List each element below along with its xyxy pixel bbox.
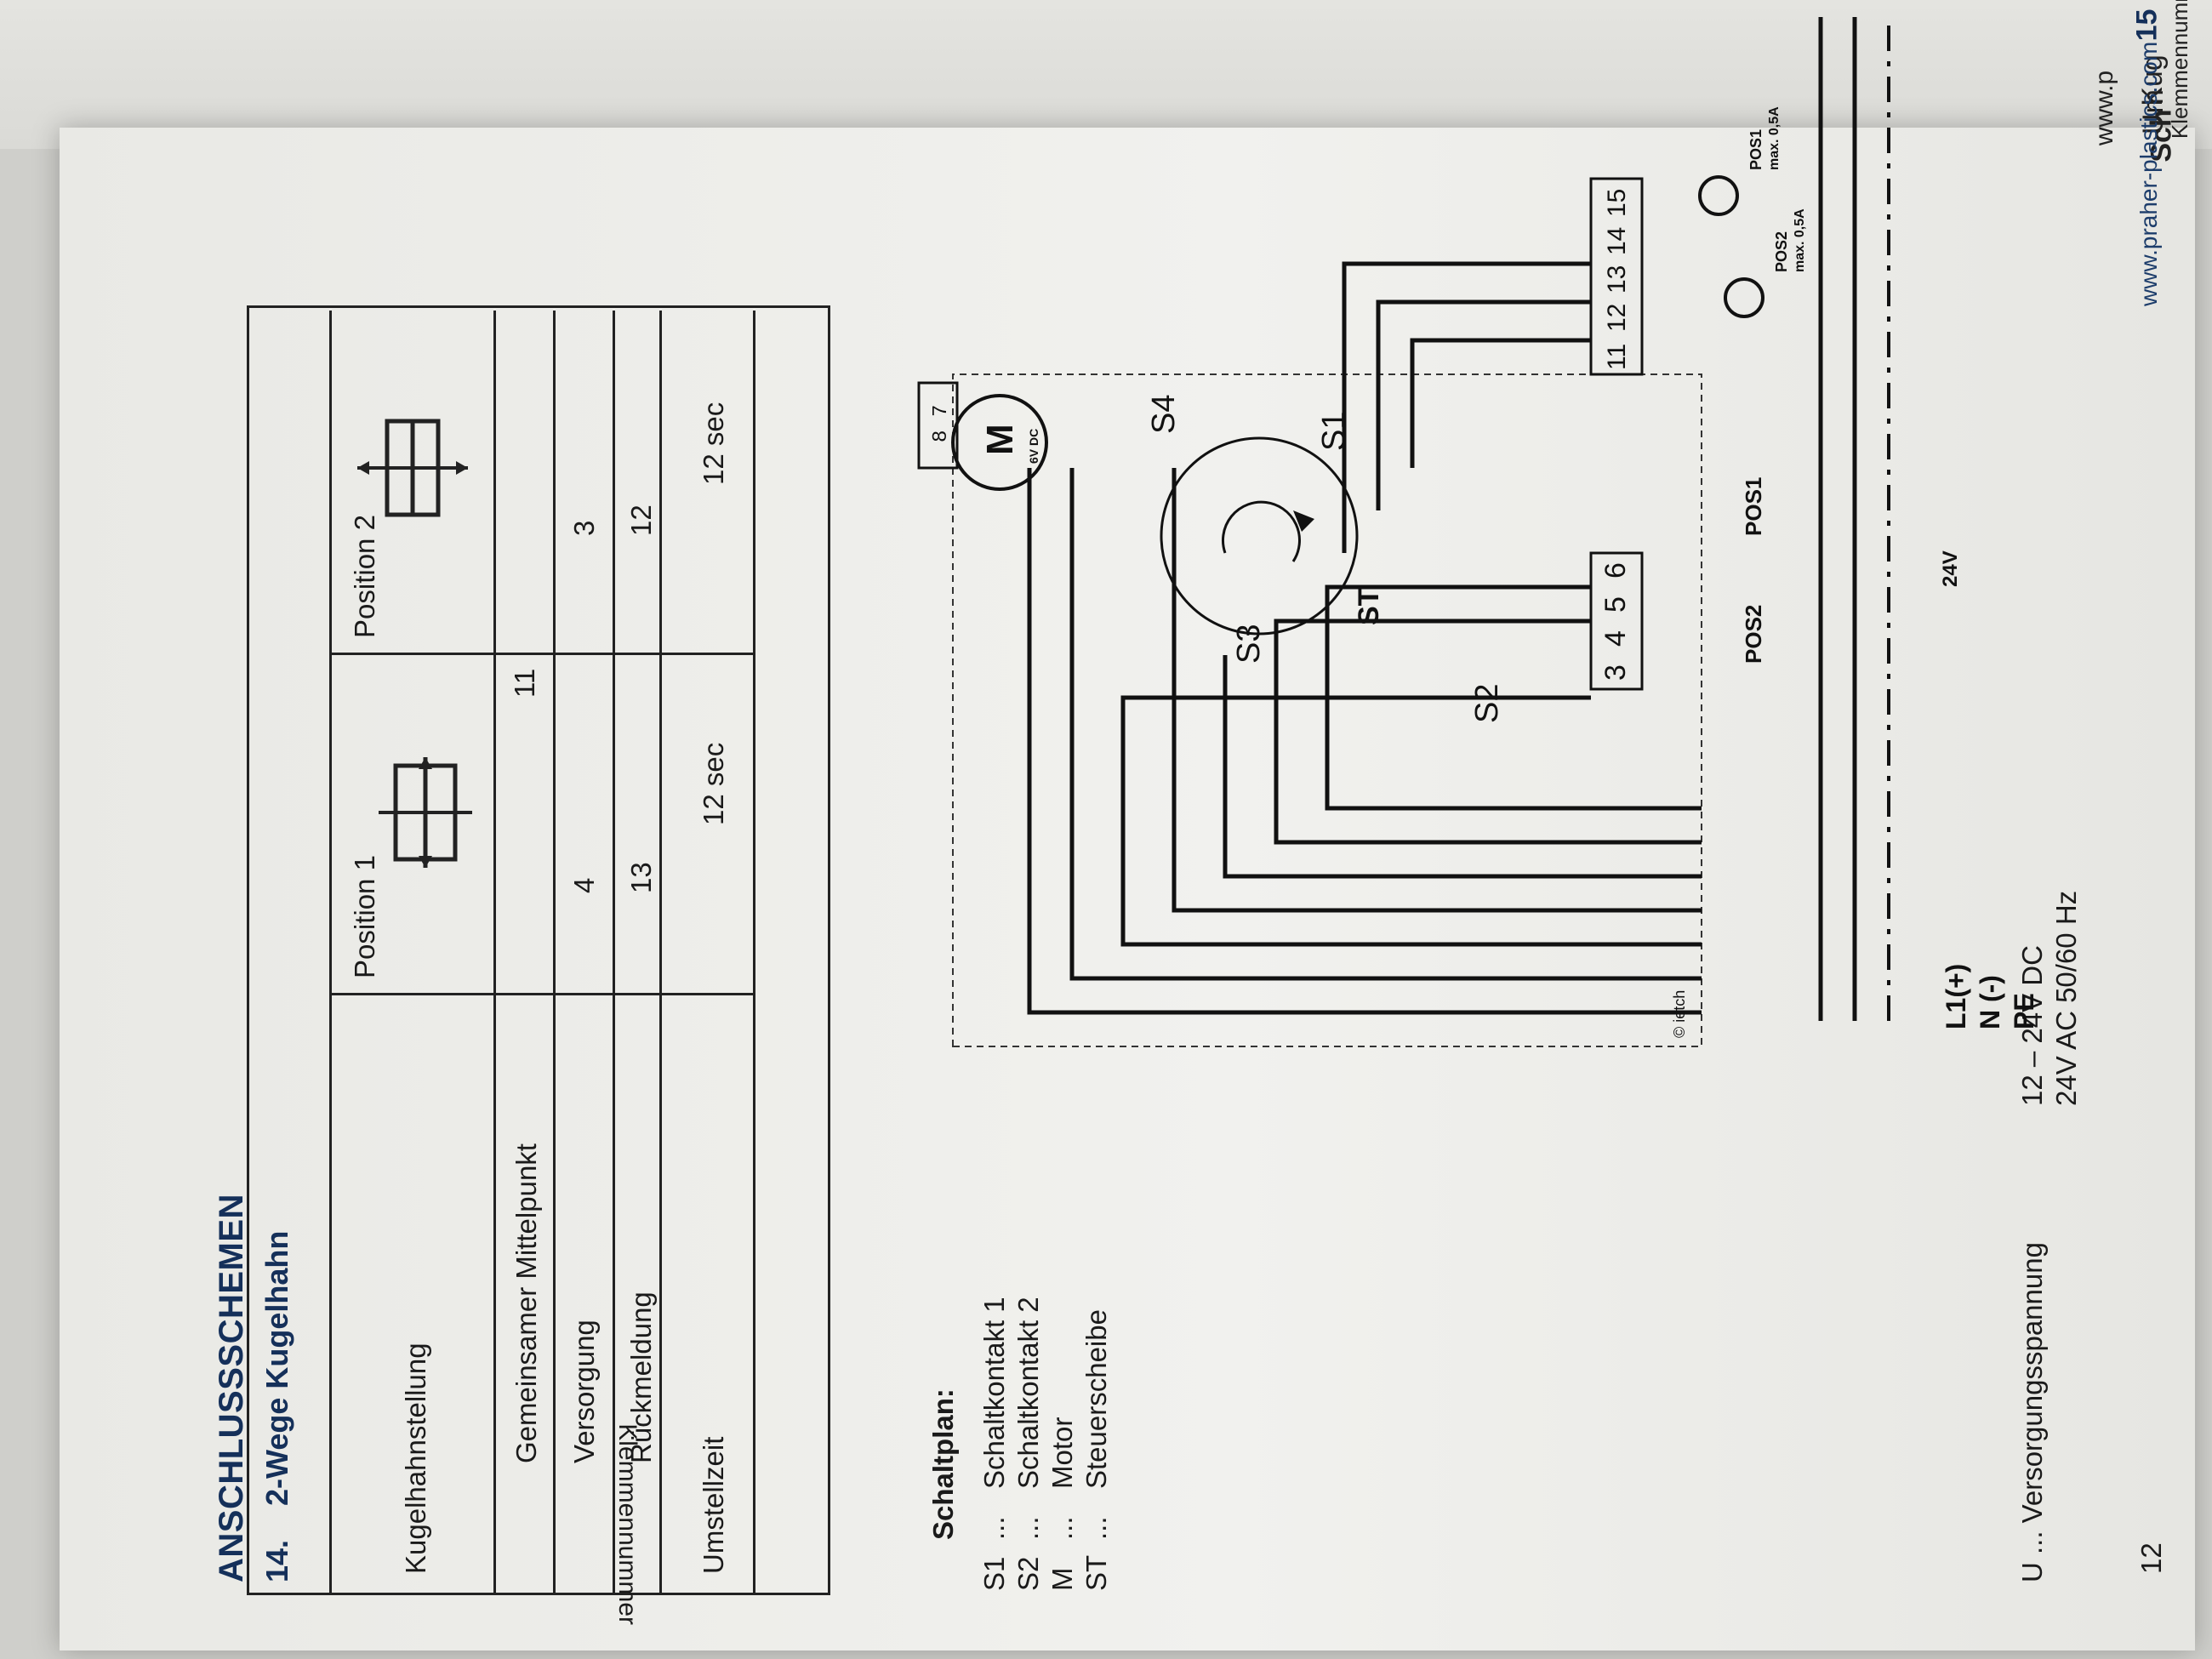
lamp-pos2-label: POS2 [1773,231,1790,272]
motor-sub: 6V DC [1027,429,1040,464]
legend-key-2: S2 [1012,1556,1044,1591]
supply-label: U ... Versorgungsspannung [2016,1242,2048,1582]
s4-label: S4 [1146,395,1182,434]
copyright: © ietch [1671,990,1688,1038]
terminal-15: 15 [1603,189,1631,217]
lamp-pos1-icon [1698,175,1739,216]
motor-label: M [979,424,1021,455]
terminal-4: 4 [1599,630,1632,647]
lamp-pos2-icon [1724,277,1764,318]
table-divider [553,311,556,1595]
v24-label: 24V [1939,550,1962,587]
pos2-label: POS2 [1741,605,1766,664]
legend-val-3: Motor [1046,1417,1078,1489]
legend-title: Schaltplan: [927,1388,959,1540]
valve-icon-position2 [357,419,468,517]
row-p1-3: 13 [625,862,657,893]
row-label-2: Versorgung [568,1320,600,1463]
position1-header: Position 1 [349,855,380,978]
terminal-11: 11 [1603,344,1631,370]
lamp-pos1-label: POS1 [1747,129,1764,170]
terminal-6: 6 [1599,562,1632,579]
s1-label: S1 [1316,412,1352,451]
terminal-7: 7 [930,405,953,417]
umstell-p1: 12 sec [698,742,729,825]
table-divider [753,311,755,1595]
document-page [60,128,2195,1650]
row-label-1: Gemeinsamer Mittelpunkt [510,1143,542,1463]
page-title: ANSCHLUSSSCHEMEN [213,1194,250,1582]
umstell-p2: 12 sec [698,402,729,485]
valve-icon-position1 [379,757,472,868]
legend-sep-4: ... [1080,1516,1112,1540]
terminal-12: 12 [1603,304,1631,332]
position2-header: Position 2 [349,515,380,638]
legend-sep-3: ... [1046,1516,1078,1540]
terminal-8: 8 [930,430,953,442]
terminal-13: 13 [1603,265,1631,294]
legend-key-1: S1 [978,1556,1010,1591]
pos1-label: POS1 [1741,477,1766,536]
row-p1-1: 11 [509,668,540,698]
lamp-rating-1: max. 0,5A [1767,106,1782,170]
table-divider [329,993,755,995]
s3-label: S3 [1231,624,1267,664]
table-divider [329,311,332,1595]
col-header: Kugelhahnstellung [400,1343,431,1574]
legend-sep-2: ... [1012,1516,1044,1540]
legend-val-2: Schaltkontakt 2 [1012,1297,1044,1489]
legend-val-4: Steuerscheibe [1080,1309,1112,1489]
page-number: 12 [2135,1542,2167,1574]
legend-key-3: M [1046,1567,1078,1592]
legend-val-1: Schaltkontakt 1 [978,1297,1010,1489]
footer-url: www.praher-plastics.com [2135,41,2162,306]
n-label: N (-) [1975,975,2005,1029]
table-divider [329,653,755,655]
legend-key-4: ST [1080,1554,1112,1591]
lamp-rating-2: max. 0,5A [1793,208,1807,272]
row-p1-2: 4 [568,877,600,893]
row-label-3: Rückmeldung [625,1291,657,1463]
row-p2-2: 3 [568,520,600,536]
s2-label: S2 [1469,684,1505,723]
umstell-label: Umstellzeit [698,1436,729,1574]
table-divider [613,311,615,1595]
table-divider [659,311,662,1595]
next-page-edge [0,0,2212,149]
terminal-3: 3 [1599,664,1632,681]
l1-label: L1(+) [1941,964,1971,1029]
pe-label: PE [2009,993,2039,1029]
wiring-diagram: M 6V DC 8 7 ST S3 S4 S1 S2 3 4 5 6 11 12… [917,17,2039,1047]
row-p2-3: 12 [625,505,657,536]
table-divider [493,311,496,1595]
legend-sep-1: ... [978,1516,1010,1540]
terminal-5: 5 [1599,596,1632,613]
terminal-14: 14 [1603,227,1631,255]
